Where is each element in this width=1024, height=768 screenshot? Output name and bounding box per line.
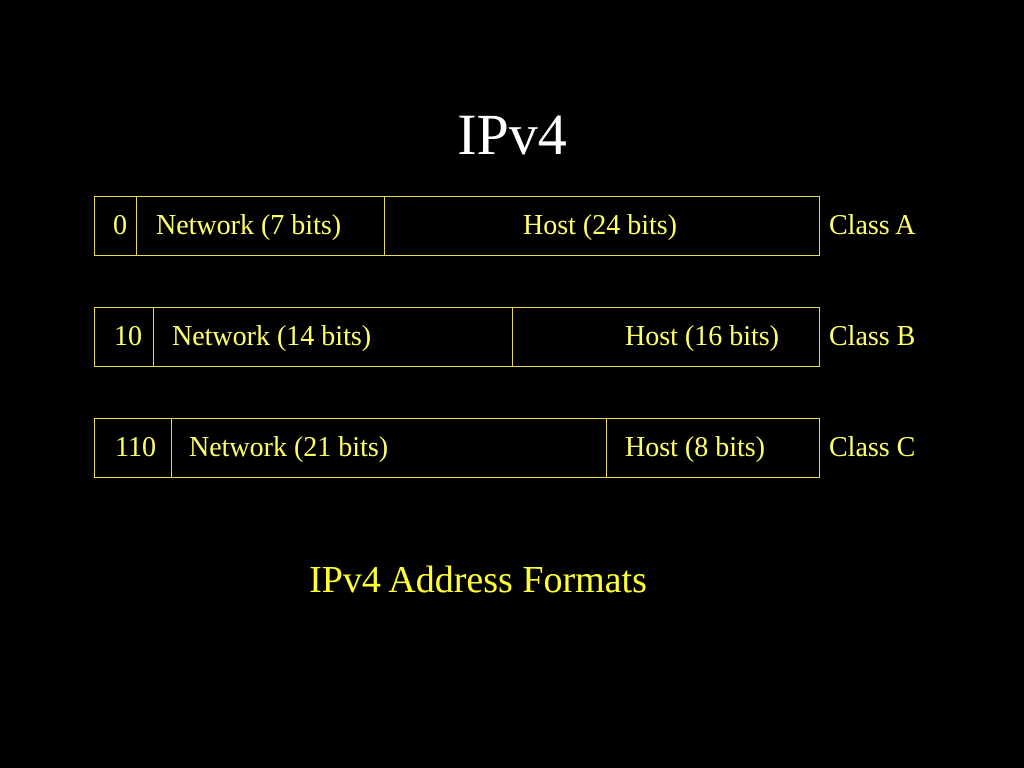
class-b-network-field: Network (14 bits)	[172, 321, 372, 352]
class-b-host-divider	[512, 308, 513, 366]
class-b-label: Class B	[829, 321, 916, 352]
class-b-address-box: 10 Network (14 bits) Host (16 bits)	[94, 307, 820, 367]
class-a-address-box: 0 Network (7 bits) Host (24 bits)	[94, 196, 820, 256]
class-a-network-field: Network (7 bits)	[156, 210, 342, 241]
class-c-label: Class C	[829, 432, 916, 463]
class-b-prefix-divider	[153, 308, 154, 366]
figure-caption: IPv4 Address Formats	[309, 559, 647, 601]
slide-title: IPv4	[457, 102, 567, 167]
class-c-prefix-divider	[171, 419, 172, 477]
class-c-prefix-bits: 110	[115, 432, 156, 463]
class-a-prefix-divider	[136, 197, 137, 255]
class-c-host-field: Host (8 bits)	[625, 432, 765, 463]
class-c-host-divider	[606, 419, 607, 477]
class-a-label: Class A	[829, 210, 916, 241]
class-a-host-field: Host (24 bits)	[523, 210, 677, 241]
class-a-prefix-bits: 0	[113, 210, 127, 241]
class-c-address-box: 110 Network (21 bits) Host (8 bits)	[94, 418, 820, 478]
class-a-host-divider	[384, 197, 385, 255]
class-c-network-field: Network (21 bits)	[189, 432, 389, 463]
class-b-host-field: Host (16 bits)	[625, 321, 779, 352]
class-b-prefix-bits: 10	[114, 321, 142, 352]
